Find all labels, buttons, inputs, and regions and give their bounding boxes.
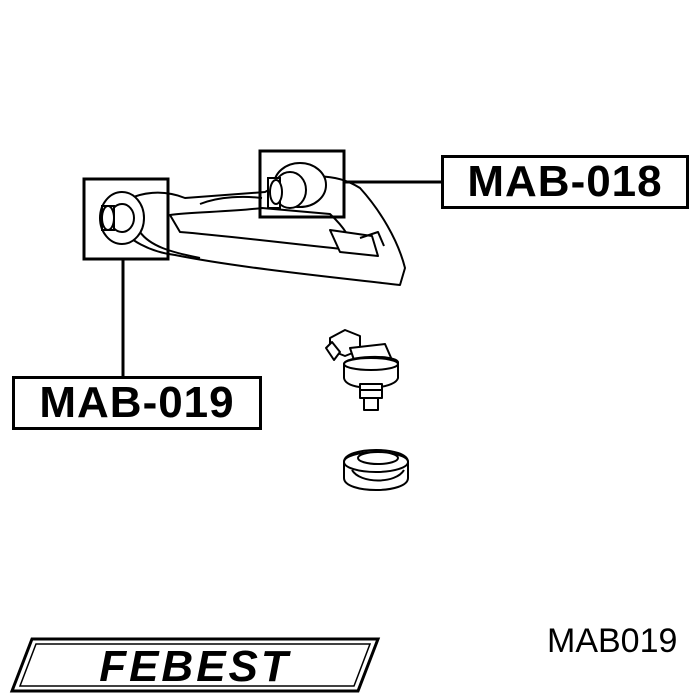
brand-logo-frame xyxy=(9,637,381,693)
ball-joint xyxy=(325,329,399,411)
rear-bushing xyxy=(99,191,145,245)
part-number: MAB019 xyxy=(547,622,678,660)
callout-frame-lower xyxy=(82,177,170,261)
callout-label-upper: MAB-018 xyxy=(441,155,689,209)
callout-label-lower: MAB-019 xyxy=(12,376,262,430)
callout-frame-upper xyxy=(258,149,346,219)
brand-logo: FEBEST xyxy=(9,637,381,693)
dust-boot xyxy=(343,449,409,491)
front-bushing xyxy=(267,162,327,209)
brand-logo-inner-frame xyxy=(18,643,372,687)
brand-name: FEBEST xyxy=(99,642,291,691)
